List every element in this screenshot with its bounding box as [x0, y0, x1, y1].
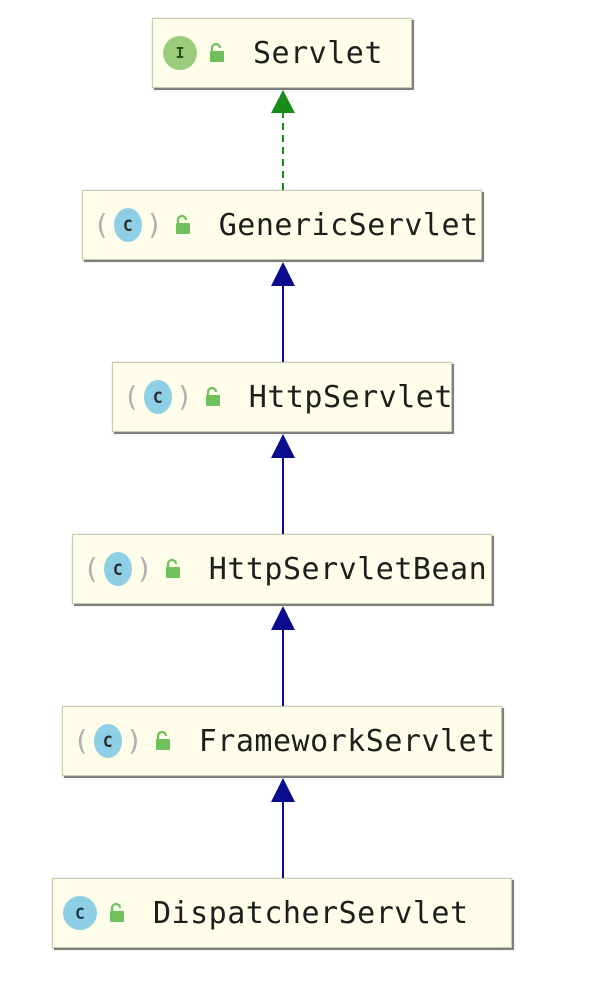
node-dispatcher-servlet[interactable]: C DispatcherServlet — [52, 878, 512, 948]
unlocked-lock-icon — [210, 42, 224, 62]
unlocked-lock-icon — [205, 386, 220, 406]
node-label: HttpServlet — [248, 379, 453, 415]
node-generic-servlet[interactable]: (C) GenericServlet — [82, 190, 482, 260]
arrowhead-extends-2 — [271, 434, 295, 458]
node-servlet[interactable]: I Servlet — [152, 18, 412, 88]
node-label: Servlet — [253, 35, 383, 71]
unlocked-lock-icon — [175, 214, 190, 234]
unlocked-lock-icon — [110, 902, 124, 922]
node-http-servlet-bean[interactable]: (C) HttpServletBean — [72, 534, 492, 604]
arrowhead-extends-4 — [271, 778, 295, 802]
arrowhead-implements — [271, 90, 295, 113]
node-label: HttpServletBean — [208, 551, 488, 587]
unlocked-lock-icon — [165, 558, 180, 578]
abstract-class-icon: (C) — [73, 724, 143, 758]
arrowhead-extends-1 — [271, 262, 295, 286]
abstract-class-icon: (C) — [123, 380, 193, 414]
abstract-class-icon: (C) — [93, 208, 163, 242]
abstract-class-icon: (C) — [83, 552, 153, 586]
arrowhead-extends-3 — [271, 606, 295, 630]
node-http-servlet[interactable]: (C) HttpServlet — [112, 362, 452, 432]
unlocked-lock-icon — [155, 730, 170, 750]
node-label: FrameworkServlet — [198, 723, 496, 759]
node-label: DispatcherServlet — [153, 895, 469, 931]
interface-icon: I — [163, 36, 197, 70]
node-framework-servlet[interactable]: (C) FrameworkServlet — [62, 706, 502, 776]
node-label: GenericServlet — [218, 207, 479, 243]
class-icon: C — [63, 896, 97, 930]
